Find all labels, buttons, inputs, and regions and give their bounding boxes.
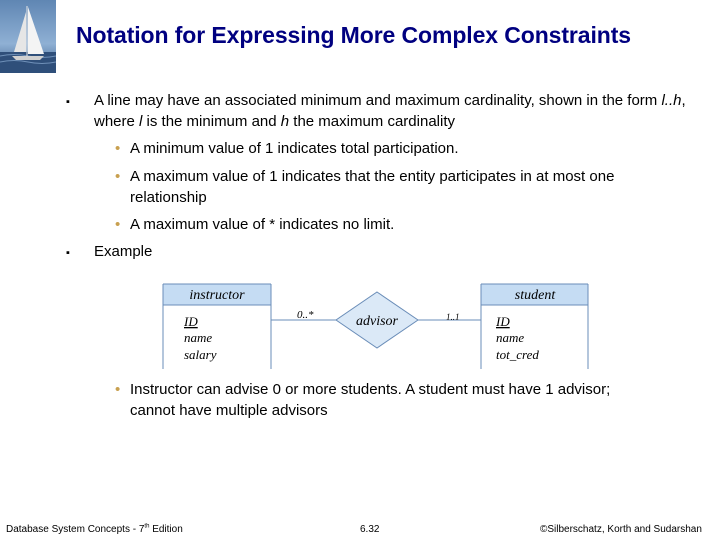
sub-bullet-max-one: A maximum value of 1 indicates that the …: [130, 168, 615, 206]
sub-bullet-min: A minimum value of 1 indicates total par…: [130, 140, 459, 157]
footer-copyright: ©Silberschatz, Korth and Sudarshan: [540, 524, 702, 535]
sub-bullet-max-star: A maximum value of * indicates no limit.: [130, 216, 395, 233]
instructor-header: [163, 284, 271, 305]
student-header: [481, 284, 588, 305]
sub-bullet-advising-explanation: Instructor can advise 0 or more students…: [130, 381, 611, 419]
bullet-marker: ▪: [66, 247, 70, 259]
student-attr-tot-cred: tot_cred: [496, 347, 539, 362]
sub-bullet-marker: •: [115, 140, 121, 157]
advisor-relationship-diamond: [335, 291, 419, 349]
instructor-attr-id: ID: [183, 314, 198, 329]
bullet1-l: l: [139, 112, 143, 130]
sailboat-logo: [0, 0, 56, 73]
bullet-marker: ▪: [66, 96, 70, 108]
er-diagram: instructor ID name salary 0..* 1..1 advi…: [162, 283, 589, 369]
student-attr-id: ID: [495, 314, 510, 329]
bullet1-form: l..h: [661, 92, 682, 109]
footer-book-suffix: Edition: [149, 524, 183, 535]
sub-bullet-marker: •: [115, 168, 121, 185]
footer-book-title: Database System Concepts - 7th Edition: [6, 524, 183, 535]
sub-bullet-marker: •: [115, 216, 121, 233]
bullet-example: Example: [94, 243, 153, 260]
slide-title: Notation for Expressing More Complex Con…: [76, 22, 631, 48]
instructor-entity-name: instructor: [189, 288, 245, 303]
instructor-attr-salary: salary: [184, 347, 217, 362]
bullet1-suffix: the maximum cardinality: [289, 112, 455, 130]
cardinality-left: 0..*: [297, 309, 314, 321]
instructor-attr-name: name: [184, 330, 212, 345]
bullet1-mid2: is the minimum and: [142, 112, 281, 130]
footer-book-prefix: Database System Concepts - 7: [6, 524, 145, 535]
student-attr-name: name: [496, 330, 524, 345]
sub-bullet-marker: •: [115, 381, 121, 398]
footer-book-sup: th: [144, 523, 150, 530]
footer-slide-number: 6.32: [360, 524, 380, 535]
student-entity-name: student: [515, 288, 557, 303]
bullet-cardinality-text: A line may have an associated minimum an…: [94, 91, 694, 132]
advisor-relationship-name: advisor: [356, 314, 399, 329]
cardinality-right: 1..1: [446, 312, 460, 322]
bullet1-h: h: [280, 112, 290, 130]
bullet1-mid: , where: [94, 92, 686, 130]
bullet1-prefix: A line may have an associated minimum an…: [94, 92, 662, 109]
